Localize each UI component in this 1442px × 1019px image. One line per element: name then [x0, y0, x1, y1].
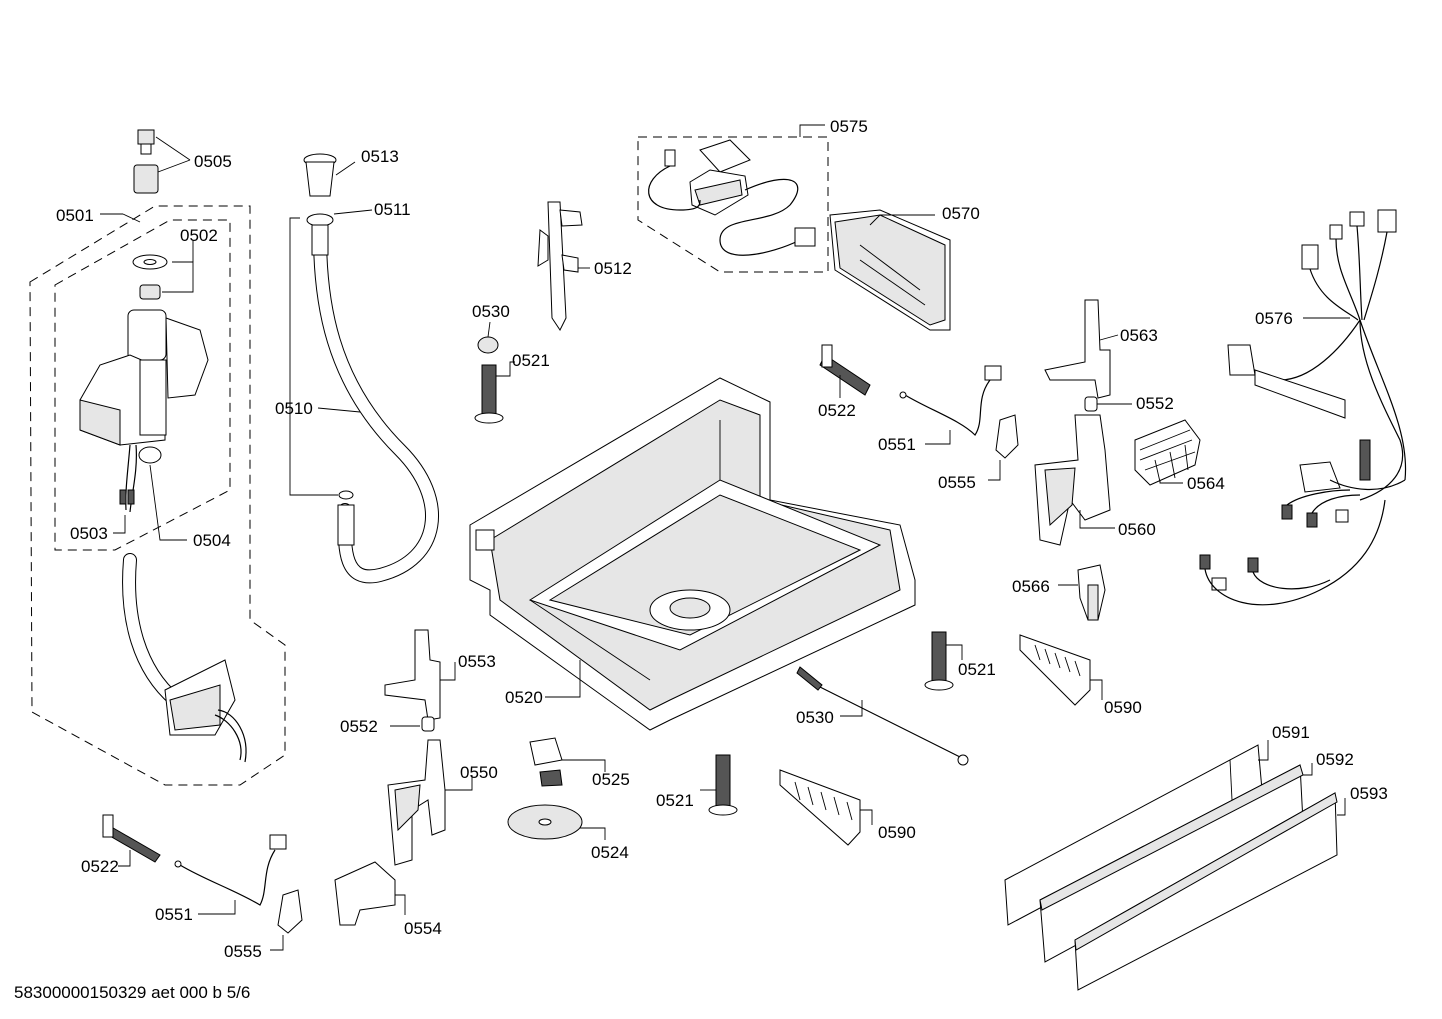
label-0524: 0524 [591, 843, 629, 862]
part-0521-foot-b [924, 631, 963, 691]
part-0521-foot-a [474, 361, 515, 424]
part-0550-hinge [387, 739, 473, 866]
label-0552-left: 0552 [340, 717, 378, 736]
part-0551-cable-a [899, 365, 1002, 445]
label-0590-right: 0590 [1104, 698, 1142, 717]
label-0590-left: 0590 [878, 823, 916, 842]
label-0505: 0505 [194, 152, 232, 171]
label-0511: 0511 [374, 200, 411, 219]
label-0560: 0560 [1118, 520, 1156, 539]
label-0525: 0525 [592, 770, 630, 789]
part-labels: 0505 0513 0511 0575 0501 0502 0570 0512 … [56, 117, 1388, 961]
part-0575-sensor-group [637, 124, 829, 273]
part-0570-control-module [829, 209, 951, 331]
label-0564: 0564 [1187, 474, 1225, 493]
part-0513-cap [303, 153, 356, 197]
label-0501: 0501 [56, 206, 94, 225]
part-0555-clip-a [988, 414, 1019, 481]
label-0512: 0512 [594, 259, 632, 278]
part-0525-switch [529, 737, 606, 787]
part-0552-spring-b [390, 716, 435, 732]
label-0551-top: 0551 [878, 435, 916, 454]
part-0560-hinge [1034, 414, 1115, 546]
group-0501-outline [29, 205, 286, 786]
part-0530-rod [796, 666, 969, 766]
leaders-0503-0504 [113, 464, 187, 541]
part-0592-panel [1039, 763, 1313, 963]
label-0575: 0575 [830, 117, 868, 136]
label-0520: 0520 [505, 688, 543, 707]
part-0502-valve [79, 240, 209, 513]
part-0563-hinge [1044, 299, 1119, 399]
group-0502-outline [54, 219, 231, 551]
part-0522-spring-a [819, 344, 871, 398]
part-0505-fittings [133, 129, 191, 194]
part-0511-clamp [306, 209, 373, 227]
part-0521-foot-c [700, 754, 738, 816]
label-0552-top: 0552 [1136, 394, 1174, 413]
part-0593-panel [1074, 792, 1346, 991]
label-0593: 0593 [1350, 784, 1388, 803]
part-0530-nut [477, 321, 499, 354]
label-0553: 0553 [458, 652, 496, 671]
label-0522-top: 0522 [818, 401, 856, 420]
part-0564-grille [1134, 419, 1201, 486]
part-0590-vent-b [779, 769, 873, 846]
label-0563: 0563 [1120, 326, 1158, 345]
label-0530-bottom: 0530 [796, 708, 834, 727]
part-0590-vent-a [1019, 634, 1103, 706]
label-0554: 0554 [404, 919, 442, 938]
part-0553-hinge [384, 629, 456, 721]
label-0502: 0502 [180, 226, 218, 245]
part-0554-cover [334, 861, 406, 926]
label-0513: 0513 [361, 147, 399, 166]
part-0512-bracket [537, 201, 590, 331]
label-0530-top: 0530 [472, 302, 510, 321]
part-0551-cable-b [174, 834, 287, 915]
footer-document-code: 58300000150329 aet 000 b 5/6 [14, 983, 250, 1002]
part-0576-harness [1199, 209, 1407, 606]
label-0591: 0591 [1272, 723, 1310, 742]
label-0521-bottom: 0521 [656, 791, 694, 810]
label-0555-top: 0555 [938, 473, 976, 492]
label-0551-bottom: 0551 [155, 905, 193, 924]
label-0521-right: 0521 [958, 660, 996, 679]
part-0504-hose [122, 553, 247, 763]
part-0555-clip-b [270, 889, 303, 951]
part-0566-latch [1058, 564, 1106, 621]
label-0521-top: 0521 [512, 351, 550, 370]
label-0550: 0550 [460, 763, 498, 782]
part-0524-disc [507, 804, 606, 840]
part-0520-base [469, 377, 916, 731]
part-0522-spring-b [102, 814, 161, 867]
label-0566: 0566 [1012, 577, 1050, 596]
label-0504: 0504 [193, 531, 231, 550]
label-0510: 0510 [275, 399, 313, 418]
label-0570: 0570 [942, 204, 980, 223]
label-0503: 0503 [70, 524, 108, 543]
label-0576: 0576 [1255, 309, 1293, 328]
part-0552-spring-a [1084, 396, 1132, 412]
label-0555-bottom: 0555 [224, 942, 262, 961]
label-0592: 0592 [1316, 750, 1354, 769]
label-0522-bottom: 0522 [81, 857, 119, 876]
part-0510-hose [289, 217, 439, 584]
